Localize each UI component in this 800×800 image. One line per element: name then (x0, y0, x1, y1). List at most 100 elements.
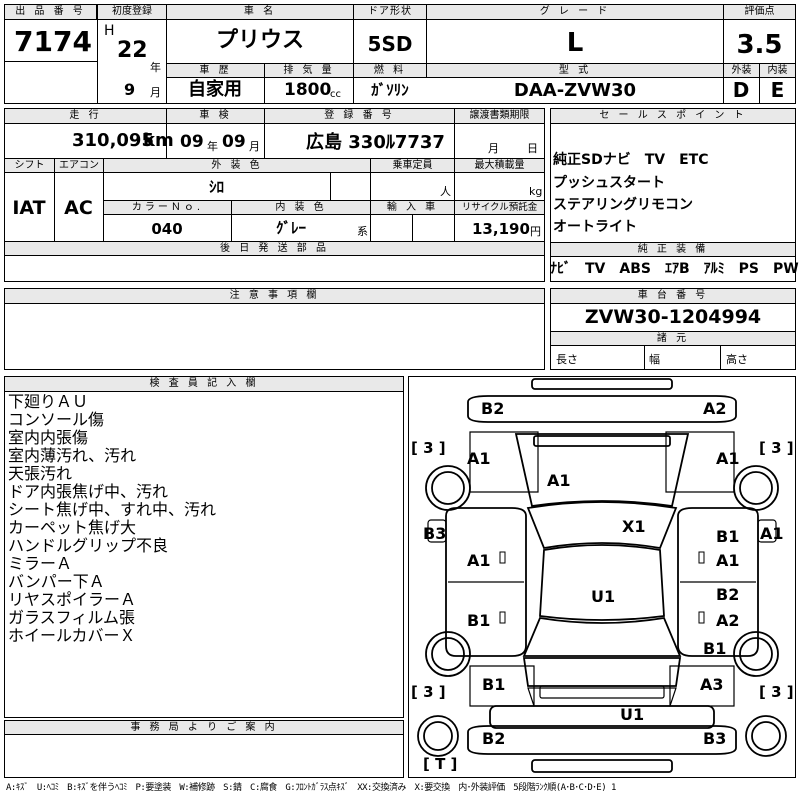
mark-door-fr: A1 (716, 551, 740, 570)
shift: IAT (12, 197, 46, 219)
mark-door-fr-top: B1 (716, 527, 740, 546)
load-unit: kg (529, 185, 543, 198)
transfer-day: 日 (527, 142, 538, 155)
mark-rear-right-bumper: B3 (703, 729, 727, 748)
mark-windshield: X1 (622, 517, 646, 536)
first-reg-label: 初度登録 (97, 4, 167, 20)
recycle-fee: 13,190 (472, 220, 530, 238)
mark-trunk: U1 (620, 705, 645, 724)
car-name-label: 車 名 (166, 4, 354, 20)
mark-tire-fl: [ 3 ] (411, 439, 446, 457)
inspector-line: バンパー下Ａ (8, 572, 105, 591)
exterior-rating: D (732, 78, 750, 102)
int-color-unit: 系 (357, 225, 368, 238)
inspector-line: 天張汚れ (8, 464, 73, 483)
legend: A:ｷｽﾞ U:ﾍｺﾐ B:ｷｽﾞを伴うﾍｺﾐ P:要塗装 W:補修跡 S:錆 … (6, 783, 616, 793)
model: DAA-ZVW30 (513, 80, 637, 101)
sales-points-label: セ ー ル ス ポ イ ン ト (550, 108, 796, 124)
capacity-label: 乗車定員 (370, 158, 455, 173)
history-label: 車 歴 (166, 63, 265, 78)
ext-color-label: 外 装 色 (103, 158, 371, 173)
recycle-unit: 円 (530, 225, 541, 238)
car-outline (417, 378, 787, 773)
reg-no: 広島 330ﾙ7737 (306, 132, 445, 153)
sales-point: ステアリングリモコン (553, 197, 693, 213)
mark-side-left: B3 (423, 524, 447, 543)
int-color-label: 内 装 色 (231, 200, 371, 215)
color-no: 040 (151, 220, 183, 238)
inspector-line: 下廻りＡＵ (8, 392, 89, 411)
chassis-label: 車 台 番 号 (550, 288, 796, 304)
mark-hood: A1 (547, 471, 571, 490)
interior-rating: E (770, 78, 785, 102)
mark-front-right: A2 (703, 399, 727, 418)
inspection-label: 車 検 (166, 108, 265, 124)
sales-point: オートライト (553, 219, 637, 235)
lot-no: 7174 (14, 25, 92, 58)
load-label: 最大積載量 (454, 158, 545, 173)
inspector-line: カーペット焦げ大 (8, 518, 137, 537)
ext-color: ｼﾛ (208, 178, 224, 196)
mileage: 310,095 (72, 130, 154, 151)
reg-year-unit: 年 (150, 61, 161, 74)
inspector-line: ホイールカバーＸ (8, 626, 136, 645)
equipment-label: 純 正 装 備 (550, 242, 796, 257)
transfer-month: 月 (488, 142, 499, 155)
mark-fender-fl: A1 (467, 449, 491, 468)
specs-label: 諸 元 (550, 331, 796, 346)
inspector-line: 室内薄汚れ、汚れ (8, 446, 137, 465)
grade-label: グ レ ー ド (426, 4, 724, 20)
width-label: 幅 (649, 353, 660, 366)
inspector-line: コンソール傷 (8, 410, 105, 429)
mark-door-fl: A1 (467, 551, 491, 570)
interior-label: 内装 (759, 63, 796, 78)
insp-year-unit: 年 (207, 140, 218, 153)
model-label: 型 式 (426, 63, 724, 78)
door-label: ドア形状 (353, 4, 427, 20)
inspector-label: 検 査 員 記 入 欄 (4, 376, 404, 392)
mark-door-rr: A2 (716, 611, 740, 630)
car-name: プリウス (215, 28, 304, 53)
mark-roof: U1 (591, 587, 616, 606)
reg-month: 9 (124, 80, 136, 99)
chassis-number: ZVW30-1204994 (584, 306, 762, 328)
mark-tire-rr: [ 3 ] (759, 683, 794, 701)
sales-point: プッシュスタート (553, 175, 665, 191)
reg-no-label: 登 録 番 号 (264, 108, 455, 124)
score: 3.5 (736, 30, 783, 60)
inspector-notes: 下廻りＡＵ コンソール傷 室内内張傷 室内薄汚れ、汚れ 天張汚れ ドア内張焦げ中… (8, 393, 400, 645)
door-type: 5SD (367, 32, 413, 56)
ac: AC (64, 197, 93, 219)
mark-spare: [ T ] (423, 755, 458, 773)
notes-label: 注 意 事 項 欄 (4, 288, 545, 304)
later-parts-label: 後 日 発 送 部 品 (4, 241, 545, 256)
length-label: 長さ (556, 353, 578, 366)
lot-no-label: 出 品 番 号 (4, 4, 97, 20)
insp-month-unit: 月 (249, 140, 260, 153)
mark-rear-right: A3 (700, 675, 724, 694)
mileage-label: 走 行 (4, 108, 167, 124)
inspector-line: 室内内張傷 (8, 428, 89, 447)
sales-point: 純正SDナビ TV ETC (553, 152, 709, 168)
mark-door-rr-top: B2 (716, 585, 740, 604)
mark-door-rl: B1 (467, 611, 491, 630)
inspector-line: ミラーＡ (8, 554, 73, 573)
height-label: 高さ (726, 353, 748, 366)
insp-month: 09 (222, 132, 246, 152)
shift-label: シフト (4, 158, 55, 173)
inspector-line: リヤスポイラーＡ (8, 590, 137, 609)
fuel: ｶﾞｿﾘﾝ (371, 81, 409, 99)
displacement-label: 排 気 量 (264, 63, 354, 78)
grade: L (566, 28, 584, 58)
int-color: ｸﾞﾚｰ (275, 219, 306, 237)
capacity-unit: 人 (440, 185, 451, 198)
office-box (4, 720, 404, 778)
equipment: ﾅﾋﾞ TV ABS ｴｱB ｱﾙﾐ PS PW (550, 261, 799, 277)
inspector-line: ドア内張焦げ中、汚れ (8, 482, 169, 501)
score-label: 評価点 (723, 4, 796, 20)
import-label: 輸 入 車 (370, 200, 455, 215)
displacement-unit: cc (330, 89, 341, 100)
mark-rear-left: B2 (482, 729, 506, 748)
mark-side-right: A1 (760, 524, 784, 543)
inspector-line: ハンドルグリップ不良 (8, 536, 169, 555)
